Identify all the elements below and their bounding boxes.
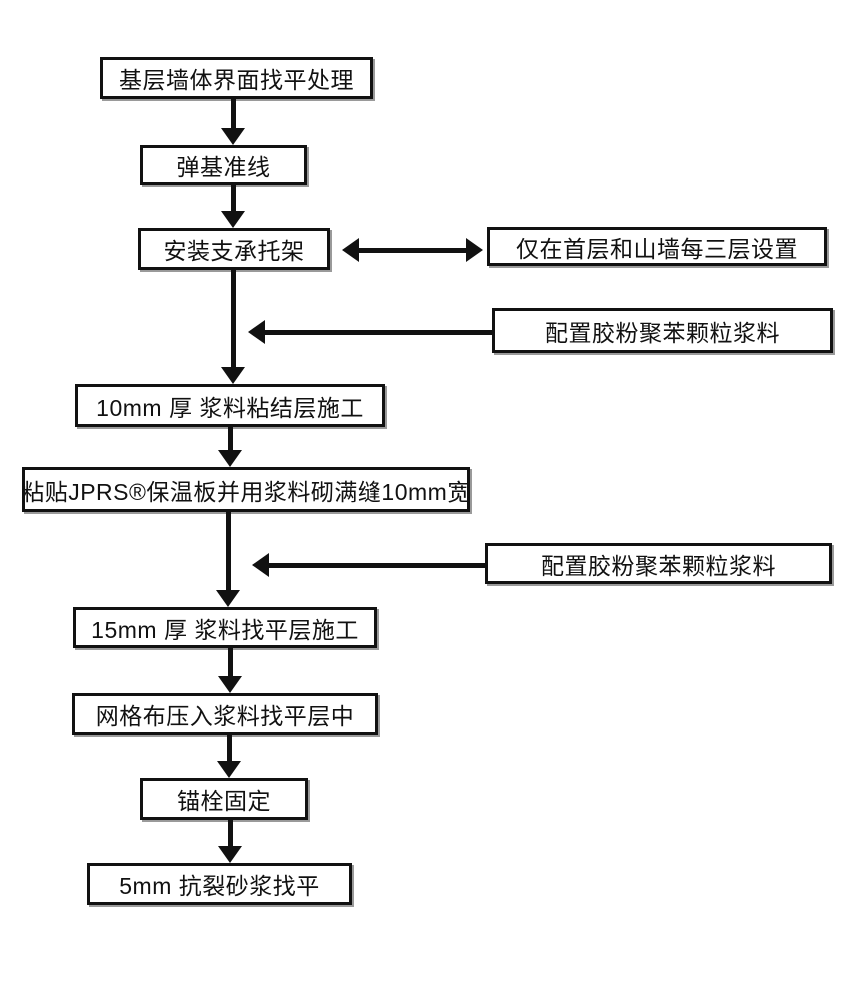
flow-node-label: 锚栓固定 <box>177 788 271 814</box>
arrow-shaft <box>267 563 485 568</box>
arrowhead-down-icon <box>218 676 242 693</box>
arrow-shaft <box>357 248 468 253</box>
flow-node-label: 弹基准线 <box>176 154 271 180</box>
flow-node-label: 15mm 厚 浆料找平层施工 <box>91 616 359 643</box>
flow-node-label: 仅在首层和山墙每三层设置 <box>516 235 798 262</box>
arrowhead-down-icon <box>218 846 242 863</box>
flow-node-step-1-base-wall-leveling: 基层墙体界面找平处理 <box>100 57 373 99</box>
flow-node-step-9-anticrack-mortar: 5mm 抗裂砂浆找平 <box>87 863 352 905</box>
arrowhead-left-icon <box>248 320 265 344</box>
arrow-shaft <box>231 270 236 369</box>
flow-node-step-2-snap-datum-line: 弹基准线 <box>140 145 307 185</box>
flow-node-label: 10mm 厚 浆料粘结层施工 <box>96 394 364 421</box>
arrow-shaft <box>228 427 233 452</box>
arrowhead-down-icon <box>221 128 245 145</box>
arrowhead-down-icon <box>221 211 245 228</box>
flow-node-label: 粘贴JPRS®保温板并用浆料砌满缝10mm宽 <box>21 478 471 505</box>
flow-node-label: 基层墙体界面找平处理 <box>119 67 354 93</box>
arrowhead-left-icon <box>252 553 269 577</box>
flow-node-step-4-bonding-layer: 10mm 厚 浆料粘结层施工 <box>75 384 385 427</box>
flow-node-label: 配置胶粉聚苯颗粒浆料 <box>545 319 780 346</box>
arrow-shaft <box>227 735 232 763</box>
flow-node-note-bracket-placement: 仅在首层和山墙每三层设置 <box>487 227 827 266</box>
flow-node-step-7-press-mesh-cloth: 网格布压入浆料找平层中 <box>72 693 378 735</box>
arrow-shaft <box>231 185 236 213</box>
flow-node-label: 5mm 抗裂砂浆找平 <box>119 873 320 899</box>
arrowhead-down-icon <box>218 450 242 467</box>
flow-node-label: 网格布压入浆料找平层中 <box>95 703 355 729</box>
flow-node-input-slurry-prep-1: 配置胶粉聚苯颗粒浆料 <box>492 308 833 353</box>
arrowhead-left-icon <box>342 238 359 262</box>
arrow-shaft <box>228 820 233 848</box>
flow-node-step-8-anchor-bolt-fixing: 锚栓固定 <box>140 778 308 820</box>
arrowhead-down-icon <box>217 761 241 778</box>
arrowhead-down-icon <box>221 367 245 384</box>
arrow-shaft <box>228 648 233 678</box>
flow-node-input-slurry-prep-2: 配置胶粉聚苯颗粒浆料 <box>485 543 832 584</box>
arrow-shaft <box>263 330 492 335</box>
flow-node-step-6-leveling-layer: 15mm 厚 浆料找平层施工 <box>73 607 377 648</box>
flow-node-step-5-paste-insulation-board: 粘贴JPRS®保温板并用浆料砌满缝10mm宽 <box>21 467 471 512</box>
flow-node-step-3-install-support-bracket: 安装支承托架 <box>138 228 330 270</box>
arrowhead-right-icon <box>466 238 483 262</box>
arrowhead-down-icon <box>216 590 240 607</box>
flow-node-label: 安装支承托架 <box>163 238 305 264</box>
arrow-shaft <box>231 99 236 130</box>
arrow-shaft <box>226 512 231 592</box>
flow-node-label: 配置胶粉聚苯颗粒浆料 <box>541 552 776 579</box>
